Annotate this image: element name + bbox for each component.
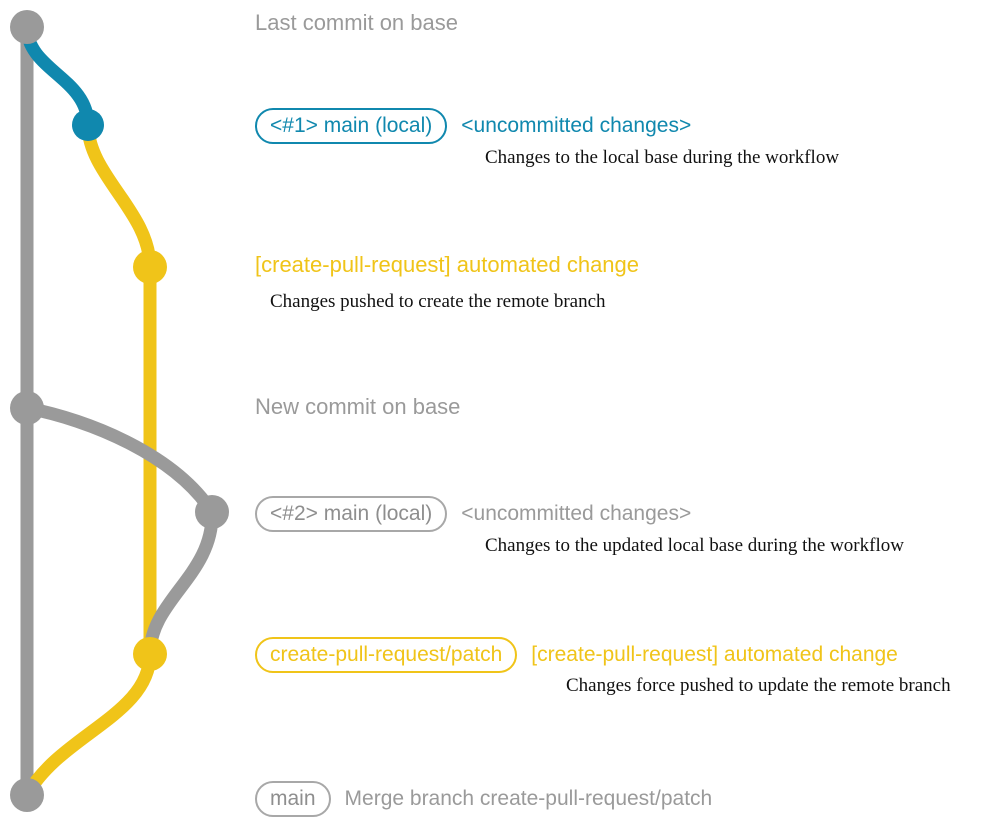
- commit-description-automated-1: Changes pushed to create the remote bran…: [270, 291, 606, 312]
- branch-badge-create-pull-request-patch[interactable]: create-pull-request/patch: [255, 637, 518, 673]
- commit-subject: Last commit on base: [255, 10, 458, 35]
- commit-description-local-2: Changes to the updated local base during…: [485, 535, 904, 556]
- edge-local-2-to-patch-2: [143, 505, 219, 661]
- commit-nodes: [10, 10, 229, 812]
- edge-newcommit-to-local-2: [20, 401, 219, 519]
- commit-subject: New commit on base: [255, 394, 461, 419]
- commit-subject: [create-pull-request] automated change: [255, 252, 640, 277]
- commit-subject: Merge branch create-pull-request/patch: [344, 787, 713, 810]
- edge-local-1-to-patch-1: [81, 118, 157, 274]
- row-last-commit: Last commit on base: [255, 12, 458, 34]
- commit-description-local-1: Changes to the local base during the wor…: [485, 147, 840, 168]
- branch-badge-main[interactable]: main: [255, 781, 331, 817]
- commit-subject: [create-pull-request] automated change: [531, 643, 898, 666]
- commit-node-merge: [10, 778, 44, 812]
- commit-node-base-top: [10, 10, 44, 44]
- row-local-2: <#2> main (local) <uncommitted changes>: [255, 496, 691, 532]
- row-merge: main Merge branch create-pull-request/pa…: [255, 781, 712, 817]
- row-automated-1: [create-pull-request] automated change: [255, 254, 639, 276]
- branch-badge-main-local-2[interactable]: <#2> main (local): [255, 496, 448, 532]
- commit-description-automated-2: Changes force pushed to update the remot…: [566, 675, 951, 696]
- commit-node-patch-2: [133, 637, 167, 671]
- commit-subject: <uncommitted changes>: [461, 502, 692, 525]
- commit-subject: <uncommitted changes>: [461, 114, 692, 137]
- edge-base-to-local-1: [20, 20, 95, 132]
- row-automated-2: create-pull-request/patch [create-pull-r…: [255, 637, 898, 673]
- row-local-1: <#1> main (local) <uncommitted changes>: [255, 108, 691, 144]
- commit-node-base-newcommit: [10, 391, 44, 425]
- edge-patch-2-to-merge: [20, 647, 157, 802]
- row-new-commit: New commit on base: [255, 396, 460, 418]
- commit-node-local-2: [195, 495, 229, 529]
- commit-node-local-1: [72, 109, 104, 141]
- commit-node-patch-1: [133, 250, 167, 284]
- branch-badge-main-local-1[interactable]: <#1> main (local): [255, 108, 448, 144]
